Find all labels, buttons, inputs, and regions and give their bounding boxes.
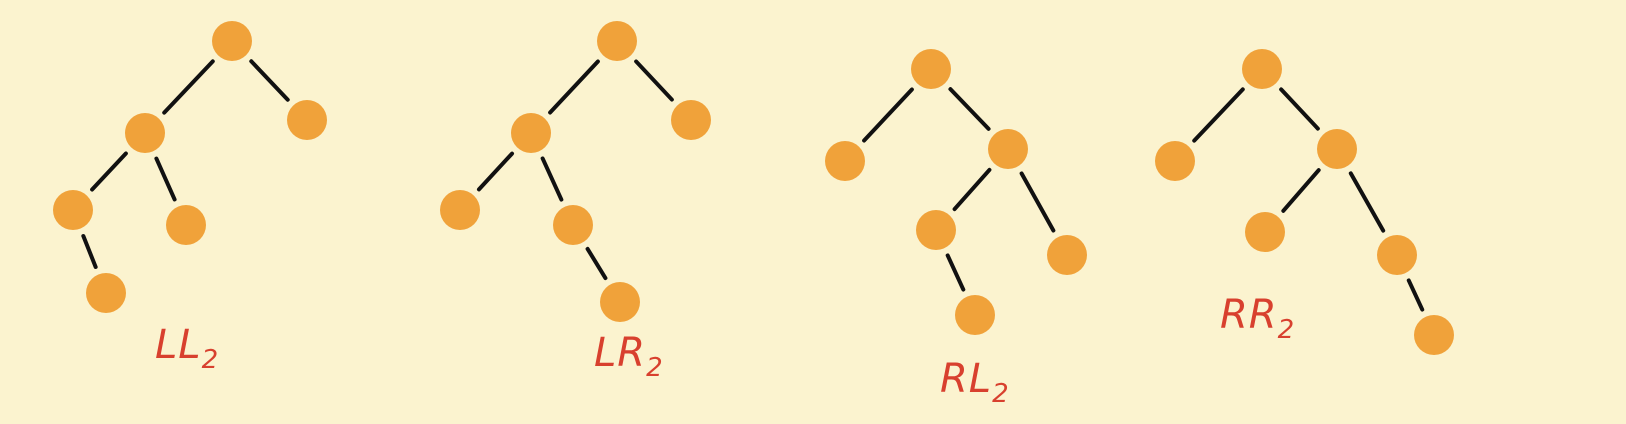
tree-ll2 bbox=[53, 21, 327, 313]
tree-rl2-node-5 bbox=[955, 295, 995, 335]
tree-rl2-node-0 bbox=[911, 49, 951, 89]
tree-lr2-edge-4 bbox=[634, 59, 674, 102]
tree-rr2-edge-3 bbox=[1348, 171, 1386, 233]
tree-lr2-node-3 bbox=[553, 205, 593, 245]
tree-ll2-edge-4 bbox=[249, 59, 290, 102]
tree-rr2-node-0 bbox=[1242, 49, 1282, 89]
tree-lr2-node-4 bbox=[600, 282, 640, 322]
tree-ll2-node-4 bbox=[86, 273, 126, 313]
tree-rl2-node-1 bbox=[825, 141, 865, 181]
tree-rr2-edge-4 bbox=[1406, 278, 1425, 312]
tree-rl2-edge-1 bbox=[948, 87, 991, 131]
tree-label-ll2: LL2 bbox=[155, 322, 220, 375]
tree-lr2-edge-2 bbox=[540, 156, 564, 202]
tree-lr2-edge-3 bbox=[585, 246, 608, 281]
tree-ll2-node-2 bbox=[53, 190, 93, 230]
tree-rr2-node-3 bbox=[1245, 212, 1285, 252]
tree-rl2-edge-3 bbox=[1019, 171, 1056, 233]
tree-lr2-edge-0 bbox=[548, 59, 600, 115]
tree-rr2 bbox=[1155, 49, 1454, 355]
tree-rr2-edge-2 bbox=[1281, 168, 1321, 213]
tree-rr2-node-1 bbox=[1155, 141, 1195, 181]
tree-ll2-edge-3 bbox=[81, 234, 98, 269]
tree-ll2-node-0 bbox=[212, 21, 252, 61]
tree-rl2-edge-0 bbox=[862, 87, 914, 143]
tree-ll2-node-5 bbox=[287, 100, 327, 140]
tree-rr2-node-2 bbox=[1317, 129, 1357, 169]
tree-label-rl2: RL2 bbox=[940, 356, 1010, 409]
tree-rl2-node-3 bbox=[916, 210, 956, 250]
tree-rr2-edge-0 bbox=[1192, 87, 1245, 143]
tree-ll2-edge-1 bbox=[90, 151, 128, 192]
tree-ll2-edge-0 bbox=[162, 59, 215, 115]
tree-ll2-node-3 bbox=[166, 205, 206, 245]
tree-rl2-edge-2 bbox=[952, 167, 992, 212]
tree-label-lr2: LR2 bbox=[594, 330, 664, 383]
tree-rr2-node-4 bbox=[1377, 235, 1417, 275]
tree-lr2-edge-1 bbox=[476, 151, 515, 192]
tree-lr2-node-0 bbox=[597, 21, 637, 61]
tree-label-rr2: RR2 bbox=[1220, 292, 1296, 345]
tree-rr2-edge-1 bbox=[1279, 87, 1320, 131]
tree-ll2-edge-2 bbox=[154, 156, 177, 202]
tree-lr2-node-2 bbox=[440, 190, 480, 230]
tree-rl2-edge-4 bbox=[945, 253, 966, 292]
tree-rl2-node-2 bbox=[988, 129, 1028, 169]
tree-ll2-node-1 bbox=[125, 113, 165, 153]
tree-lr2-node-1 bbox=[511, 113, 551, 153]
tree-rr2-node-5 bbox=[1414, 315, 1454, 355]
tree-rl2 bbox=[825, 49, 1087, 335]
tree-lr2 bbox=[440, 21, 711, 322]
tree-lr2-node-5 bbox=[671, 100, 711, 140]
tree-rl2-node-4 bbox=[1047, 235, 1087, 275]
